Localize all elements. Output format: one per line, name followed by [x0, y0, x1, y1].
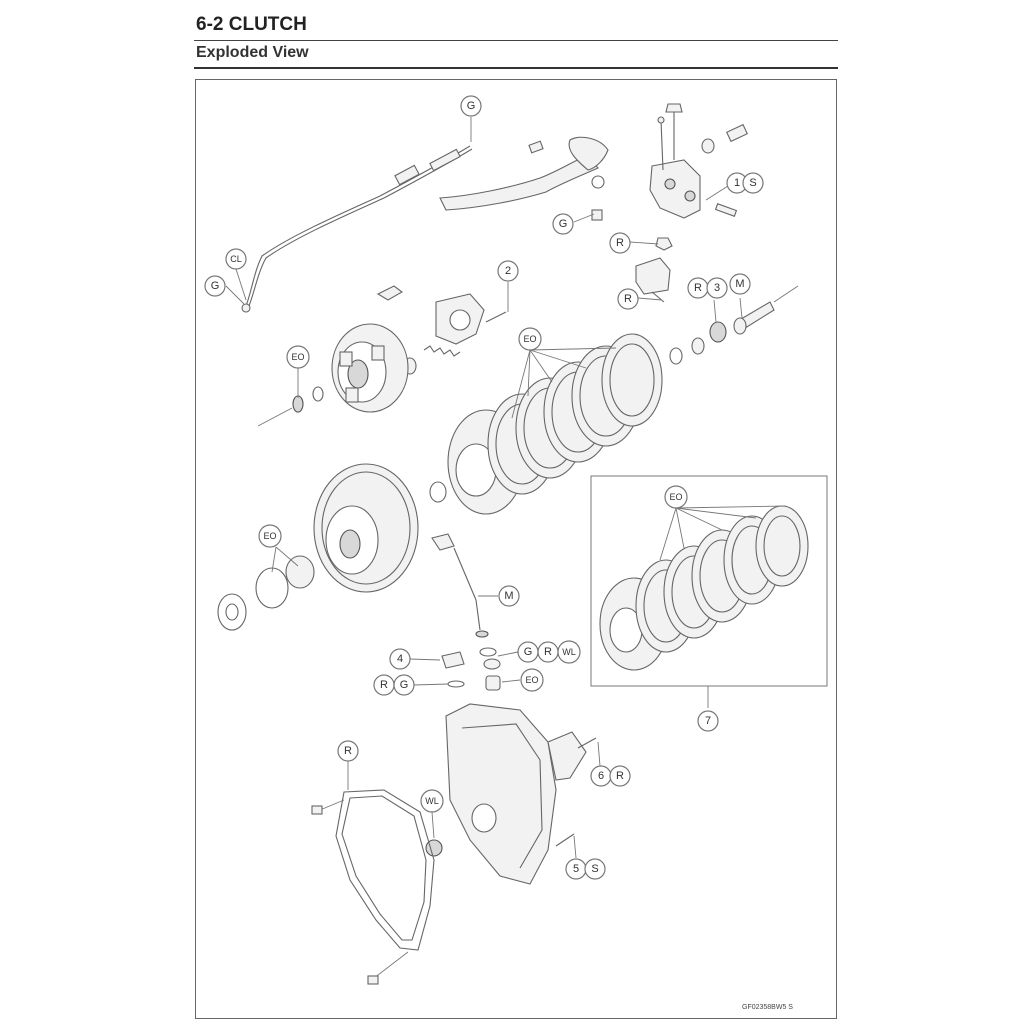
callout-cl: CL — [225, 248, 247, 270]
callout-r-oring: R — [373, 674, 395, 696]
svg-text:WL: WL — [425, 796, 439, 806]
svg-text:4: 4 — [397, 653, 403, 665]
svg-text:M: M — [504, 590, 513, 602]
svg-text:2: 2 — [505, 265, 511, 277]
small-ring-parts — [441, 647, 501, 691]
callout-g-top: G — [460, 95, 482, 117]
svg-text:7: 7 — [705, 715, 711, 727]
svg-text:EO: EO — [669, 492, 682, 502]
callout-g-cable-end: G — [204, 275, 226, 297]
callout-eo-inset: EO — [664, 485, 688, 509]
release-parts — [376, 285, 799, 375]
callout-r-6: R — [609, 765, 631, 787]
figure-code: GF02358BW5 S — [742, 1004, 793, 1011]
diagram-frame — [195, 79, 837, 1019]
svg-text:CL: CL — [230, 254, 242, 264]
callout-3: 3 — [706, 277, 728, 299]
header-rule — [194, 40, 838, 41]
svg-text:EO: EO — [291, 352, 304, 362]
inset-plate-stack — [599, 505, 809, 671]
callout-eo-bearing: EO — [258, 524, 282, 548]
callout-wl-ring: WL — [557, 640, 581, 664]
section-title: 6-2 CLUTCH — [196, 14, 307, 35]
svg-text:S: S — [749, 177, 756, 189]
svg-text:5: 5 — [573, 863, 579, 875]
callout-r-gasket: R — [337, 740, 359, 762]
callout-2: 2 — [497, 260, 519, 282]
callout-r-switch: R — [617, 288, 639, 310]
cover-gasket — [311, 789, 435, 985]
clutch-cover — [425, 703, 597, 885]
clutch-lever — [439, 136, 609, 221]
callout-eo-bush: EO — [520, 668, 544, 692]
svg-text:G: G — [467, 100, 476, 112]
callout-4: 4 — [389, 648, 411, 670]
svg-text:WL: WL — [562, 647, 576, 657]
callout-m-rod: M — [729, 273, 751, 295]
pressure-plate — [257, 323, 409, 427]
callout-r-ring: R — [537, 641, 559, 663]
sub-title: Exploded View — [196, 44, 309, 61]
callout-eo-hub: EO — [286, 345, 310, 369]
callout-g-ring: G — [517, 641, 539, 663]
release-shaft — [431, 533, 489, 638]
callout-s-5: S — [584, 858, 606, 880]
svg-text:R: R — [694, 282, 702, 294]
svg-text:EO: EO — [525, 675, 538, 685]
svg-text:EO: EO — [523, 334, 536, 344]
svg-text:3: 3 — [714, 282, 720, 294]
callout-5: 5 — [565, 858, 587, 880]
svg-text:G: G — [559, 218, 568, 230]
svg-text:S: S — [591, 863, 598, 875]
callout-wl-seal: WL — [420, 789, 444, 813]
callout-6: 6 — [590, 765, 612, 787]
sub-title-rule — [194, 67, 838, 69]
callout-eo-plates: EO — [518, 327, 542, 351]
callout-r-nut: R — [609, 232, 631, 254]
inset-box — [590, 475, 828, 687]
clutch-housing — [217, 463, 419, 631]
callout-r-3: R — [687, 277, 709, 299]
svg-text:R: R — [616, 237, 624, 249]
svg-text:M: M — [735, 278, 744, 290]
callout-g-lever: G — [552, 213, 574, 235]
callout-7: 7 — [697, 710, 719, 732]
callout-s-1: S — [742, 172, 764, 194]
callout-m-shaft: M — [498, 585, 520, 607]
callout-g-oring: G — [393, 674, 415, 696]
clutch-switch — [635, 257, 671, 303]
svg-text:R: R — [616, 770, 624, 782]
svg-text:R: R — [344, 745, 352, 757]
svg-text:G: G — [524, 646, 533, 658]
svg-text:R: R — [544, 646, 552, 658]
svg-text:6: 6 — [598, 770, 604, 782]
clutch-plate-stack — [429, 333, 663, 515]
clutch-cable — [241, 145, 473, 313]
svg-text:EO: EO — [263, 531, 276, 541]
lever-holder — [649, 103, 749, 251]
svg-text:R: R — [380, 679, 388, 691]
svg-text:1: 1 — [734, 177, 740, 189]
leader-lines — [225, 117, 787, 859]
svg-text:G: G — [400, 679, 409, 691]
svg-text:G: G — [211, 280, 220, 292]
svg-text:R: R — [624, 293, 632, 305]
